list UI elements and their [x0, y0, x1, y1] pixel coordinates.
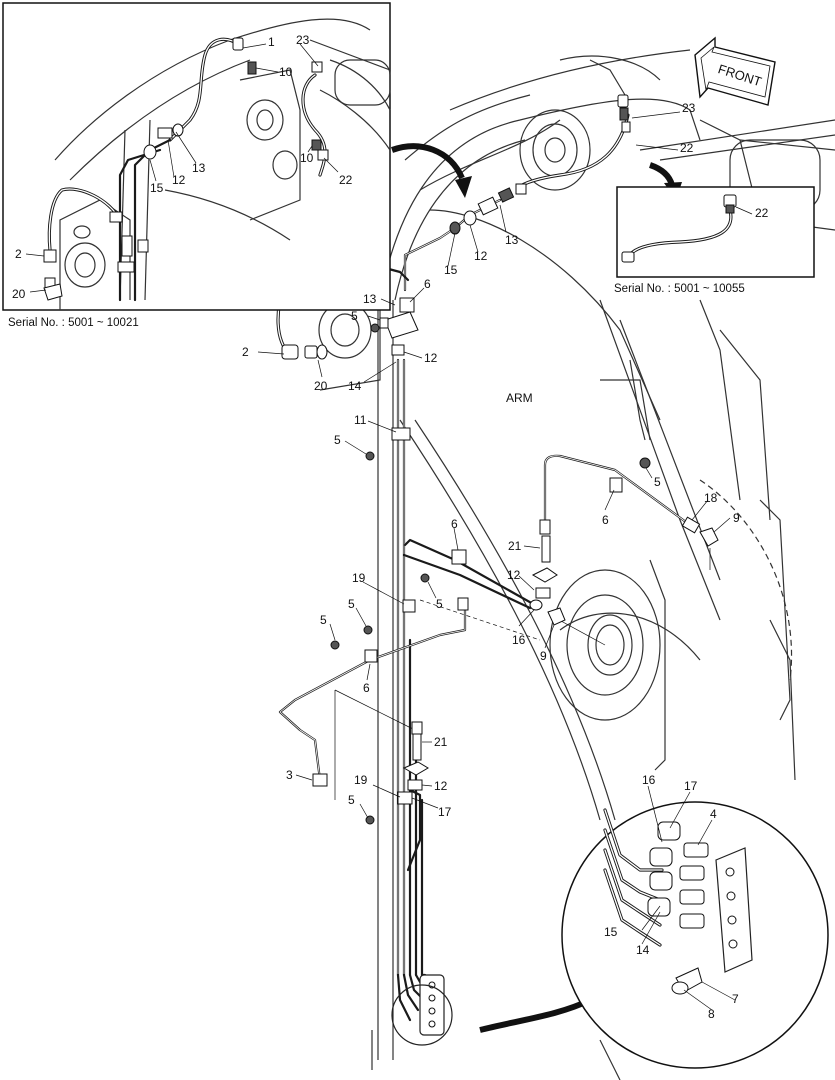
serial-right: Serial No. : 5001 ~ 10055 [614, 283, 745, 295]
label-23: 23 [682, 101, 696, 115]
leader-lines [25, 43, 753, 1011]
label-14: 14 [348, 379, 362, 393]
label-16: 16 [512, 633, 526, 647]
label-15: 15 [444, 263, 458, 277]
label-14: 14 [636, 943, 650, 957]
label-17: 17 [684, 779, 698, 793]
label-19: 19 [354, 773, 368, 787]
label-22: 22 [680, 141, 694, 155]
label-8: 8 [708, 1007, 715, 1021]
label-6: 6 [602, 513, 609, 527]
label-9: 9 [733, 511, 740, 525]
fittings [281, 94, 719, 1046]
label-2: 2 [242, 345, 249, 359]
label-4: 4 [710, 807, 717, 821]
inset-left-frame [2, 2, 391, 311]
inset-detail-circle [561, 801, 829, 1069]
label-12: 12 [434, 779, 448, 793]
detail-circle-frame [561, 801, 829, 1069]
inset-left [2, 2, 391, 311]
front-direction-arrow: FRONT [694, 36, 776, 106]
label-18: 18 [704, 491, 718, 505]
label-12: 12 [474, 249, 488, 263]
inset-right-frame [616, 186, 815, 278]
label-6: 6 [424, 277, 431, 291]
label-5: 5 [351, 309, 358, 323]
label-17: 17 [438, 805, 452, 819]
detail-callout-arrows [390, 143, 682, 1033]
labels: 1 23 10 10 22 13 12 15 2 20 Serial No. :… [8, 33, 769, 1021]
label-15: 15 [150, 181, 164, 195]
label-13: 13 [192, 161, 206, 175]
label-16: 16 [642, 773, 656, 787]
label-20: 20 [314, 379, 328, 393]
arm-label: ARM [506, 391, 533, 405]
label-5: 5 [348, 597, 355, 611]
label-23: 23 [296, 33, 310, 47]
label-12: 12 [507, 568, 521, 582]
label-20: 20 [12, 287, 26, 301]
label-11: 11 [354, 413, 367, 427]
label-12: 12 [172, 173, 186, 187]
label-19: 19 [352, 571, 366, 585]
label-1: 1 [268, 35, 275, 49]
label-6: 6 [363, 681, 370, 695]
label-12: 12 [424, 351, 438, 365]
serial-left: Serial No. : 5001 ~ 10021 [8, 317, 139, 329]
label-7: 7 [732, 992, 739, 1006]
label-5: 5 [334, 433, 341, 447]
label-15: 15 [604, 925, 618, 939]
label-5: 5 [320, 613, 327, 627]
label-10: 10 [300, 151, 314, 165]
label-3: 3 [286, 768, 293, 782]
label-9: 9 [540, 649, 547, 663]
label-13: 13 [363, 292, 377, 306]
label-22: 22 [755, 206, 769, 220]
label-13: 13 [505, 233, 519, 247]
label-5: 5 [654, 475, 661, 489]
label-22: 22 [339, 173, 353, 187]
label-21: 21 [434, 735, 448, 749]
label-5: 5 [436, 597, 443, 611]
label-5: 5 [348, 793, 355, 807]
inset-right [616, 186, 815, 278]
label-6: 6 [451, 517, 458, 531]
label-2: 2 [15, 247, 22, 261]
label-10: 10 [279, 65, 293, 79]
label-21: 21 [508, 539, 522, 553]
